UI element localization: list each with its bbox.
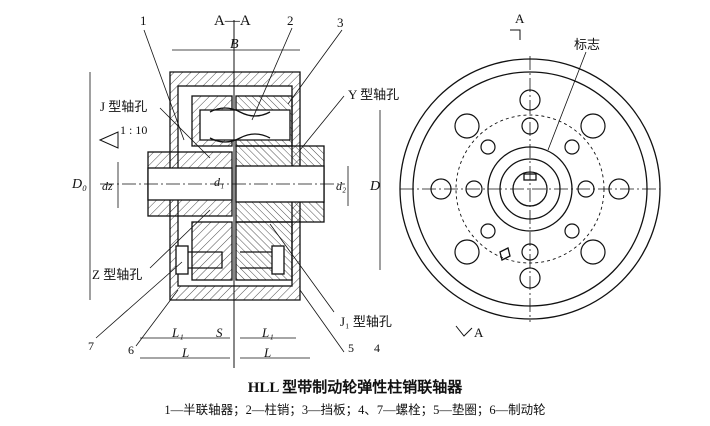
dim-d1: d₁ <box>214 175 225 189</box>
taper-label: 1 : 10 <box>120 123 148 137</box>
part-label-2: 2 <box>287 13 294 28</box>
pin-shape <box>199 109 291 141</box>
dim-L1-left: L₁ <box>172 325 184 340</box>
leader-j1 <box>269 223 335 313</box>
mark-label: 标志 <box>574 37 601 52</box>
leader-y <box>299 95 345 151</box>
end-view <box>399 29 661 337</box>
bore-label-y: Y 型轴孔 <box>348 87 400 102</box>
section-line <box>455 29 521 337</box>
section-arrow-bottom: A <box>474 325 484 340</box>
dim-D: D <box>370 179 381 194</box>
section-view <box>89 20 381 368</box>
dim-B: B <box>230 37 239 52</box>
leader-j <box>159 107 211 159</box>
part-label-4: 4 <box>374 341 380 355</box>
bore-label-j1: J₁ 型轴孔 <box>340 314 392 329</box>
leader-6 <box>135 289 179 347</box>
bore-label-z: Z 型轴孔 <box>92 267 143 282</box>
leader-3 <box>287 29 343 105</box>
dim-L1-right: L₁ <box>262 325 274 340</box>
part-label-3: 3 <box>337 15 344 30</box>
leader-z <box>149 209 211 269</box>
figure-title: HLL 型带制动轮弹性柱销联轴器 <box>247 380 463 396</box>
dim-S: S <box>216 325 223 340</box>
part-label-6: 6 <box>128 343 134 357</box>
part-label-7: 7 <box>88 339 94 353</box>
part-label-5: 5 <box>348 341 354 355</box>
section-title: A—A <box>214 13 251 29</box>
dim-L-left: L <box>182 345 190 360</box>
leader-1 <box>143 29 185 141</box>
leader-2 <box>251 27 293 121</box>
dim-L-right: L <box>264 345 272 360</box>
dim-dz: dz <box>102 179 113 193</box>
figure-legend: 1—半联轴器；2—柱销；3—挡板；4、7—螺栓；5—垫圈；6—制动轮 <box>164 403 546 417</box>
dim-D0: D₀ <box>72 177 87 192</box>
part-label-1: 1 <box>140 13 147 28</box>
leader-45 <box>299 289 345 353</box>
bolt-left-shape <box>175 245 189 275</box>
bolt-right-shape <box>271 245 285 275</box>
section-arrow-top: A <box>515 11 525 26</box>
dim-d2: d₂ <box>336 179 347 193</box>
bore-label-j: J 型轴孔 <box>100 99 148 114</box>
leader-7 <box>95 261 183 339</box>
